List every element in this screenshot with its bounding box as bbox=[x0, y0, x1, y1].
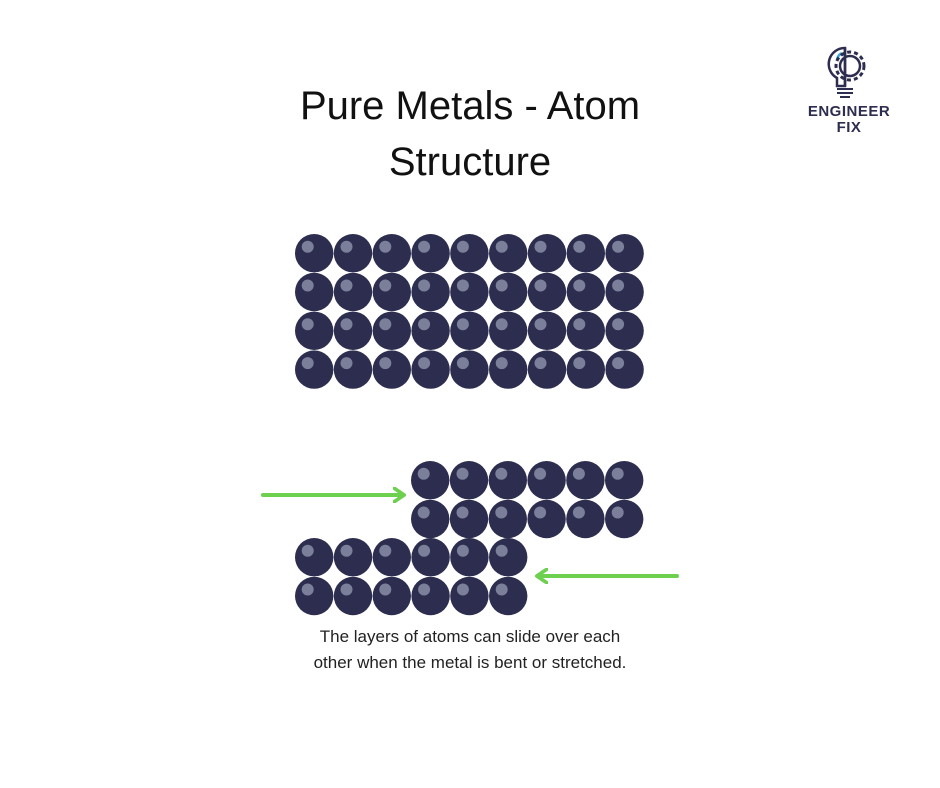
lattice-top-atom bbox=[450, 234, 489, 273]
lattice-top-atom bbox=[605, 350, 644, 389]
lattice-top-atom bbox=[295, 311, 334, 350]
lattice-top-atom bbox=[295, 272, 334, 312]
lattice-top-atom bbox=[372, 350, 411, 389]
logo-text-line2: FIX bbox=[836, 119, 862, 136]
lattice-top-atom bbox=[450, 311, 489, 350]
shifted-lower-atom bbox=[411, 538, 450, 577]
lattice-top-atom bbox=[333, 311, 373, 350]
lattice-top-atom bbox=[489, 272, 528, 312]
shifted-upper-atom bbox=[449, 499, 489, 539]
shifted-lower-atom bbox=[489, 576, 528, 616]
lattice-top-atom bbox=[450, 350, 489, 389]
lattice-top-atom bbox=[527, 234, 567, 273]
lattice-top-atom bbox=[450, 272, 489, 312]
shifted-lower-atom bbox=[489, 538, 528, 577]
lattice-top-atom bbox=[411, 272, 450, 312]
shifted-upper-atom bbox=[411, 461, 450, 500]
logo-text-line1: ENGINEER bbox=[807, 103, 891, 120]
shifted-lower-atom bbox=[333, 538, 373, 577]
lattice-top-atom bbox=[605, 311, 644, 350]
lattice-top-atom bbox=[295, 350, 334, 389]
shifted-upper-atom bbox=[488, 461, 527, 500]
lattice-top-atom bbox=[411, 311, 450, 350]
lattice-top-atom bbox=[295, 234, 334, 273]
shifted-upper-atom bbox=[488, 499, 527, 539]
lattice-top-atom bbox=[605, 234, 644, 273]
diagram-title: Pure Metals - Atom Structure bbox=[299, 84, 641, 184]
lattice-top-atom bbox=[489, 311, 528, 350]
lattice-top-atom bbox=[566, 350, 605, 389]
shifted-lower-atom bbox=[295, 538, 334, 577]
lattice-top-atom bbox=[527, 272, 567, 312]
shifted-upper-atom bbox=[411, 499, 450, 539]
shifted-lower-atom bbox=[333, 576, 373, 616]
engineer-fix-logo: ENGINEER FIX bbox=[790, 44, 910, 139]
shifted-lower-atom bbox=[372, 538, 411, 577]
lattice-top-atom bbox=[566, 234, 605, 273]
shifted-lower-atom bbox=[450, 576, 489, 616]
lattice-top-atom bbox=[333, 272, 373, 312]
shifted-lower-atom bbox=[411, 576, 450, 616]
shifted-upper-atom bbox=[605, 499, 644, 539]
lattice-top-atom bbox=[527, 350, 567, 389]
lattice-top-atom bbox=[372, 234, 411, 273]
shifted-upper-atom bbox=[605, 461, 644, 500]
lattice-top-atom bbox=[527, 311, 567, 350]
shifted-upper-atom bbox=[527, 461, 566, 500]
lattice-top-atom bbox=[411, 234, 450, 273]
lattice-top-atom bbox=[566, 272, 605, 312]
lattice-top-atom bbox=[333, 350, 373, 389]
lattice-top-atom bbox=[372, 272, 411, 312]
shifted-lower-atom bbox=[295, 576, 334, 616]
lattice-top-atom bbox=[411, 350, 450, 389]
shifted-lower-atom bbox=[450, 538, 489, 577]
shifted-upper-atom bbox=[566, 461, 605, 500]
diagram-caption: The layers of atoms can slide over each … bbox=[313, 627, 627, 672]
shifted-upper-atom bbox=[449, 461, 489, 500]
shifted-upper-atom bbox=[527, 499, 566, 539]
shifted-upper-atom bbox=[566, 499, 605, 539]
lattice-top-atom bbox=[489, 350, 528, 389]
lattice-top-atom bbox=[605, 272, 644, 312]
lattice-top-atom bbox=[489, 234, 528, 273]
shifted-lower-atom bbox=[372, 576, 411, 616]
lattice-top-atom bbox=[333, 234, 373, 273]
lattice-top-atom bbox=[372, 311, 411, 350]
lattice-top-atom bbox=[566, 311, 605, 350]
lightbulb-gear-icon bbox=[827, 46, 866, 98]
